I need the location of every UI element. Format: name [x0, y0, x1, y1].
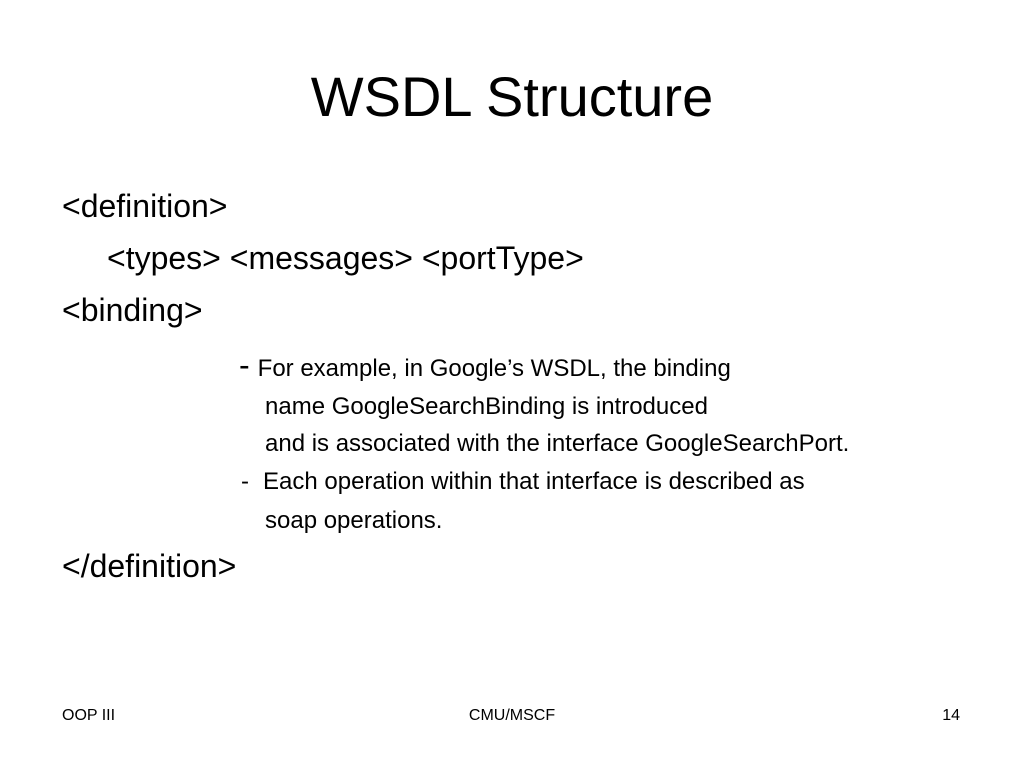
slide-title: WSDL Structure [310, 65, 714, 128]
footer-institution: CMU/MSCF [468, 707, 556, 724]
bullet-text: Each operation within that interface is … [263, 468, 805, 495]
bullet-dash: - [239, 347, 250, 383]
footer-course: OOP III [62, 707, 116, 724]
operation-bullet: -Each operation within that interface is… [241, 467, 805, 497]
bullet-continuation: name GoogleSearchBinding is introduced [265, 393, 708, 420]
bullet-continuation: and is associated with the interface Goo… [265, 430, 850, 457]
bullet-text: For example, in Google’s WSDL, the bindi… [257, 355, 731, 382]
definition-open-line: <definition> [62, 188, 228, 224]
binding-line: <binding> [62, 292, 203, 328]
footer-page-number: 14 [942, 707, 960, 724]
bullet-dash: - [241, 468, 249, 495]
definition-close-line: </definition> [62, 548, 237, 584]
bullet-continuation: soap operations. [265, 507, 443, 534]
types-messages-porttype-line: <types> <messages> <portType> [107, 240, 584, 276]
binding-example-bullet: -For example, in Google’s WSDL, the bind… [239, 347, 731, 384]
